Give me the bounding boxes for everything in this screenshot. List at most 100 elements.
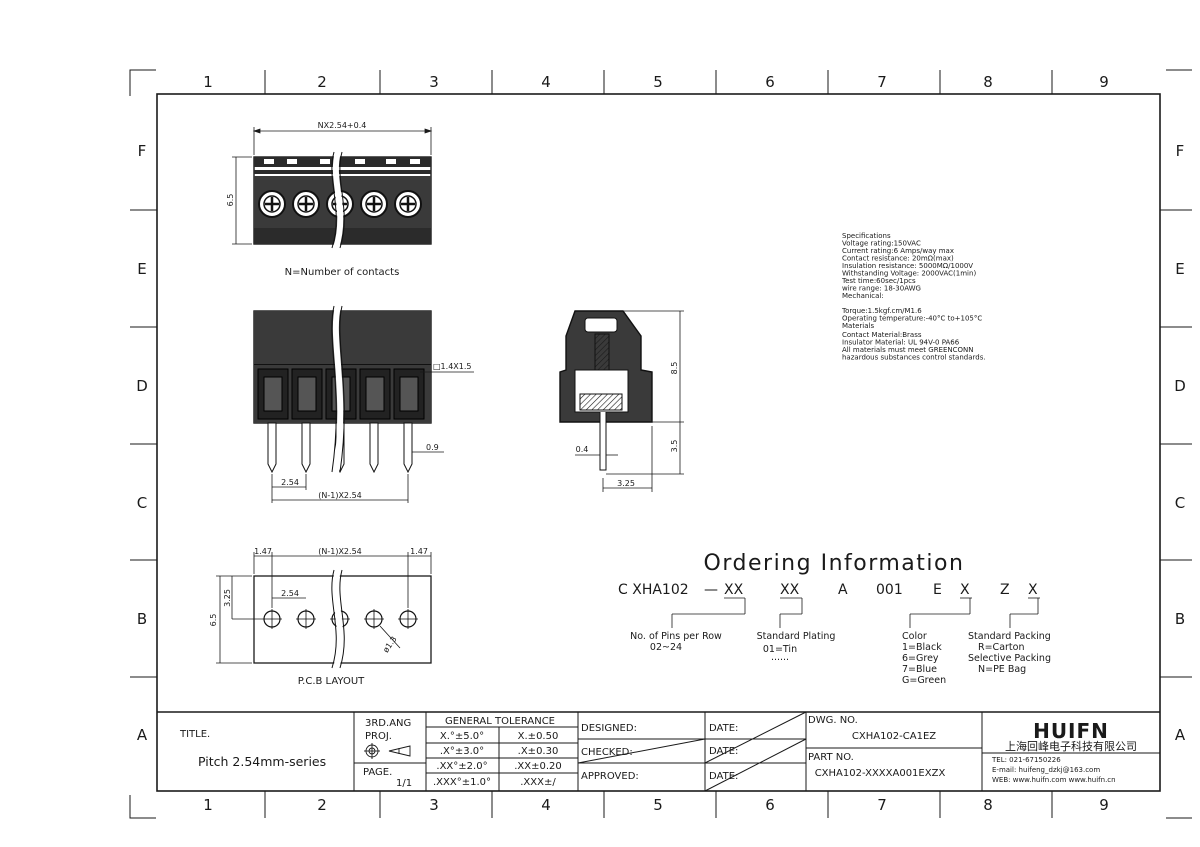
pins-range: 02~24 — [650, 642, 682, 653]
code-part-a: A — [838, 582, 848, 598]
code-part-plating: XX — [780, 582, 800, 598]
dim-pcb-row: 3.25 — [223, 589, 232, 607]
col-label-bottom: 5 — [653, 796, 663, 814]
spec-line: Insulation resistance: 5000MΩ/1000V — [842, 262, 973, 270]
company-email: E-mail: huifeng_dzkj@163.com — [992, 766, 1100, 774]
date-label: DATE: — [709, 771, 738, 782]
spec-line: Specifications — [842, 232, 891, 240]
dim-side-pin-width: 0.4 — [576, 445, 589, 454]
tolerance-header: GENERAL TOLERANCE — [445, 716, 555, 727]
tolerance-linear: .XXX±/ — [520, 777, 556, 788]
dim-front-span: (N-1)X2.54 — [318, 491, 362, 500]
column-labels: 1 2 3 4 5 6 7 8 9 1 2 3 4 5 6 7 8 9 — [203, 73, 1109, 814]
color-option: G=Green — [902, 675, 946, 686]
spec-line: hazardous substances control standards. — [842, 354, 986, 362]
row-label-left: D — [136, 377, 148, 395]
part-value: CXHA102-XXXXA001EXZX — [815, 768, 946, 779]
spec-line: Mechanical: — [842, 292, 884, 300]
col-label-top: 3 — [429, 73, 439, 91]
spec-line: Operating temperature:-40°C to+105°C — [842, 315, 982, 323]
dim-pcb-span: (N-1)X2.54 — [318, 547, 362, 556]
code-part-e: E — [933, 582, 942, 598]
selective-value: N=PE Bag — [978, 664, 1026, 675]
col-label-bottom: 8 — [983, 796, 993, 814]
dim-pcb-right: 1.47 — [410, 547, 428, 556]
spec-line: Voltage rating:150VAC — [842, 240, 921, 248]
front-view: □1.4X1.5 0.9 2.54 (N-1)X2.54 — [253, 305, 474, 503]
pins-label: No. of Pins per Row — [630, 631, 722, 642]
spec-line: Test time:60sec/1pcs — [841, 277, 916, 285]
date-label: DATE: — [709, 723, 738, 734]
dim-pin-offset: 0.9 — [426, 443, 439, 452]
title-block: TITLE. Pitch 2.54mm-series 3RD.ANG PROJ.… — [157, 711, 1160, 792]
approved-label: APPROVED: — [581, 771, 639, 782]
plating-label: Standard Plating — [757, 631, 836, 642]
tolerance-angle: .XX°±2.0° — [436, 761, 487, 772]
designed-label: DESIGNED: — [581, 723, 637, 734]
spec-line: Materials — [842, 322, 874, 330]
dim-side-pin-len: 3.5 — [670, 440, 679, 453]
dim-top-width: NX2.54+0.4 — [318, 121, 367, 130]
color-option: 7=Blue — [902, 664, 937, 675]
tolerance-linear: .X±0.30 — [518, 746, 559, 757]
code-part-prefix: C XHA102 — [618, 582, 689, 598]
col-label-top: 4 — [541, 73, 551, 91]
row-label-right: F — [1176, 142, 1185, 160]
tolerance-linear: .XX±0.20 — [514, 761, 562, 772]
page-label: PAGE. — [363, 767, 392, 778]
col-label-bottom: 2 — [317, 796, 327, 814]
dim-pcb-height: 6.5 — [209, 614, 218, 627]
dwg-value: CXHA102-CA1EZ — [852, 731, 936, 742]
spec-line: Contact resistance: 20mΩ(max) — [842, 255, 954, 263]
tolerance-linear: X.±0.50 — [518, 731, 559, 742]
spec-line: Insulator Material: UL 94V-0 PA66 — [842, 339, 960, 347]
col-label-top: 1 — [203, 73, 213, 91]
tolerance-angle: .XXX°±1.0° — [433, 777, 491, 788]
pcb-caption: P.C.B LAYOUT — [298, 676, 365, 687]
row-label-left: A — [137, 726, 148, 744]
row-label-right: C — [1175, 494, 1185, 512]
col-label-top: 7 — [877, 73, 887, 91]
company-name: 上海回峰电子科技有限公司 — [1005, 739, 1137, 753]
column-ticks — [264, 70, 1053, 818]
company-web: WEB: www.huifn.com www.huifn.cn — [992, 776, 1116, 784]
row-label-left: B — [137, 610, 147, 628]
col-label-bottom: 3 — [429, 796, 439, 814]
plating-more: ...... — [771, 652, 789, 663]
tolerance-angle: .X°±3.0° — [440, 746, 484, 757]
selective-label: Selective Packing — [968, 653, 1051, 664]
col-label-bottom: 6 — [765, 796, 775, 814]
dim-side-height: 8.5 — [670, 362, 679, 375]
company-logo-text: HUIFN — [1033, 719, 1109, 743]
code-part-001: 001 — [876, 582, 903, 598]
dim-side-depth: 3.25 — [617, 479, 635, 488]
pcb-layout: 1.47 (N-1)X2.54 1.47 2.54 3.25 6.5 ø1.3 … — [209, 547, 432, 687]
code-part-dash: — — [704, 582, 718, 598]
date-label: DATE: — [709, 746, 738, 757]
col-label-bottom: 9 — [1099, 796, 1109, 814]
color-label: Color — [902, 631, 927, 642]
row-label-left: E — [137, 260, 146, 278]
side-view: 8.5 3.5 0.4 3.25 — [559, 310, 684, 492]
projection-symbol-icon — [364, 743, 411, 759]
col-label-top: 8 — [983, 73, 993, 91]
col-label-bottom: 7 — [877, 796, 887, 814]
row-label-left: F — [138, 142, 147, 160]
checked-label: CHECKED: — [581, 747, 633, 758]
dim-top-height: 6.5 — [226, 194, 235, 207]
dim-square-pin: □1.4X1.5 — [433, 362, 471, 371]
sheet-frame — [129, 69, 1192, 819]
plating-value: 01=Tin — [763, 644, 797, 655]
spec-line: Torque:1.5kgf.cm/M1.6 — [841, 307, 922, 315]
col-label-bottom: 4 — [541, 796, 551, 814]
row-label-right: D — [1174, 377, 1186, 395]
page-value: 1/1 — [396, 778, 412, 789]
title-value: Pitch 2.54mm-series — [198, 754, 326, 769]
dim-pcb-left: 1.47 — [254, 547, 272, 556]
spec-line: Current rating:6 Amps/way max — [842, 247, 954, 255]
company-logo: HUIFN 上海回峰电子科技有限公司 — [1005, 719, 1137, 753]
col-label-bottom: 1 — [203, 796, 213, 814]
dim-front-pitch: 2.54 — [281, 478, 299, 487]
spec-line: Contact Material:Brass — [842, 331, 922, 339]
